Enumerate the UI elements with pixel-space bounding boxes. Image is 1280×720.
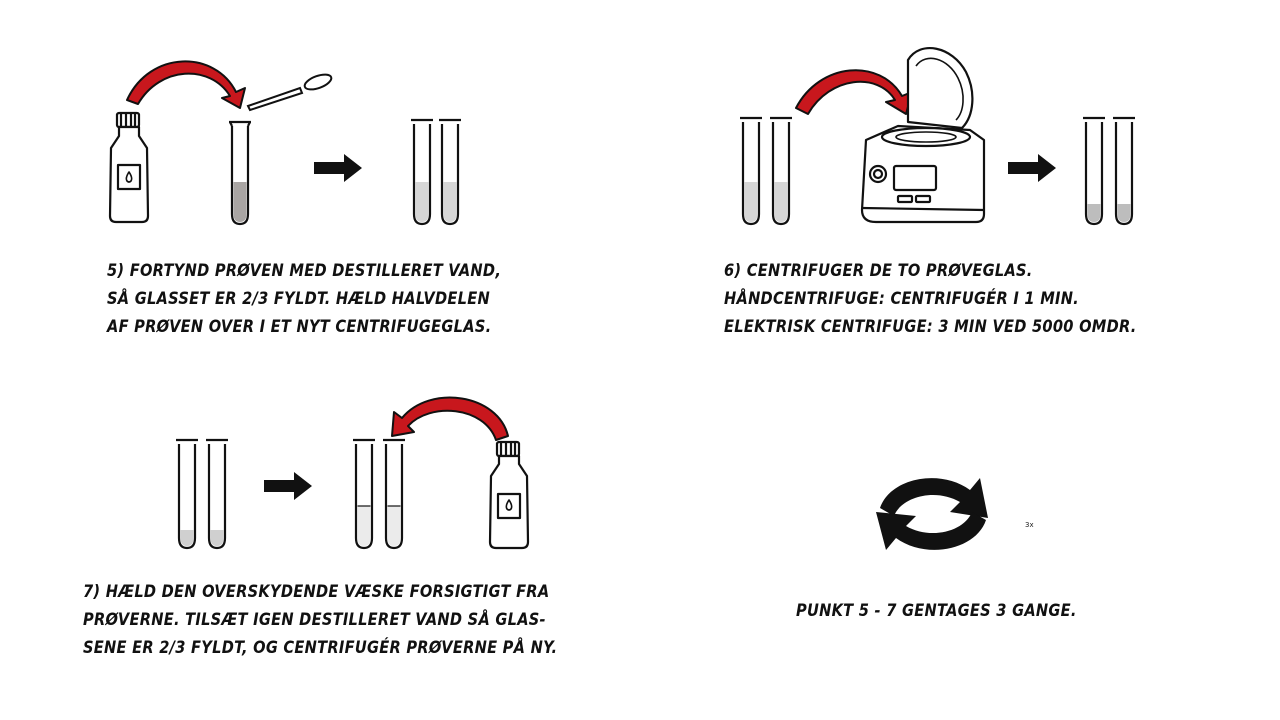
test-tube-icon xyxy=(176,438,198,550)
step-7-illustration xyxy=(176,396,530,550)
red-arrow-icon xyxy=(126,60,246,109)
step-6-panel: 6) Centrifuger de to prøveglas. Håndcent… xyxy=(640,0,1280,360)
black-arrow-icon xyxy=(1008,154,1056,182)
test-tube-icon xyxy=(206,438,228,550)
repeat-caption: Punkt 5 - 7 gentages 3 gange. xyxy=(796,597,1077,625)
step-5-caption: 5) Fortynd prøven med destilleret vand, … xyxy=(107,257,501,341)
step-6-caption: 6) Centrifuger de to prøveglas. Håndcent… xyxy=(724,257,1137,341)
repeat-line-1: Punkt 5 - 7 gentages 3 gange. xyxy=(796,601,1077,621)
black-arrow-icon xyxy=(264,472,312,500)
step-7-panel: 7) Hæld den overskydende væske forsigtig… xyxy=(0,360,640,720)
test-tube-icon xyxy=(740,116,762,226)
test-tube-icon xyxy=(1113,116,1135,226)
step-7-caption: 7) Hæld den overskydende væske forsigtig… xyxy=(83,578,557,662)
step-5-illustration xyxy=(108,60,461,226)
repeat-illustration xyxy=(876,478,988,550)
repeat-cycle-icon xyxy=(876,478,988,550)
step-6-illustration xyxy=(740,47,1135,226)
step-6-line-3: Elektrisk centrifuge: 3 min ved 5000 omd… xyxy=(724,317,1137,337)
step-6-line-2: Håndcentrifuge: Centrifugér i 1 min. xyxy=(724,289,1080,309)
pipette-icon xyxy=(246,73,333,112)
black-arrow-icon xyxy=(314,154,362,182)
test-tube-icon xyxy=(353,438,375,550)
test-tube-icon xyxy=(439,118,461,226)
test-tube-icon xyxy=(229,120,251,226)
step-7-line-1: 7) Hæld den overskydende væske forsigtig… xyxy=(83,582,550,602)
red-arrow-icon xyxy=(795,69,913,115)
step-5-line-3: af prøven over i et nyt centrifugeglas. xyxy=(107,317,492,337)
centrifuge-icon xyxy=(860,47,986,224)
bottle-icon xyxy=(488,440,530,550)
step-7-line-3: sene er 2/3 fyldt, og centrifugér prøver… xyxy=(83,638,558,658)
bottle-icon xyxy=(108,111,150,224)
step-6-line-1: 6) Centrifuger de to prøveglas. xyxy=(724,261,1033,281)
repeat-count-label: 3x xyxy=(1025,521,1034,529)
step-5-line-1: 5) Fortynd prøven med destilleret vand, xyxy=(107,261,502,281)
test-tube-icon xyxy=(770,116,792,226)
repeat-panel: 3x Punkt 5 - 7 gentages 3 gange. xyxy=(640,360,1280,720)
step-5-panel: 5) Fortynd prøven med destilleret vand, … xyxy=(0,0,640,360)
red-arrow-icon xyxy=(391,396,509,441)
step-7-line-2: prøverne. Tilsæt igen destilleret vand s… xyxy=(83,610,546,630)
test-tube-icon xyxy=(1083,116,1105,226)
test-tube-icon xyxy=(411,118,433,226)
step-5-line-2: så glasset er 2/3 fyldt. Hæld halvdelen xyxy=(107,289,490,309)
test-tube-icon xyxy=(383,438,405,550)
